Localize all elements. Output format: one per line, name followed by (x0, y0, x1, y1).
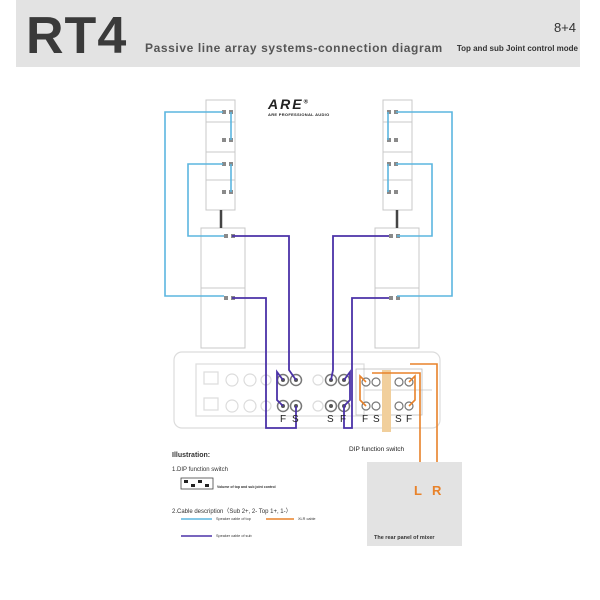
diagram-subtitle: Passive line array systems-connection di… (145, 41, 443, 55)
illustration-cable-item: 2.Cable description（Sub 2+, 2- Top 1+, 1… (172, 509, 292, 515)
dip-label-f: F (406, 414, 413, 425)
speakon-jacks (222, 110, 400, 300)
dip-function-switch-label: DIP function switch (349, 446, 405, 453)
legend-sub-cable: Speaker cable of sub (216, 534, 252, 538)
terminal-label-s: S (327, 414, 334, 425)
illustration-title: Illustration: (172, 452, 211, 459)
mixer-left-label: L (414, 483, 422, 498)
dip-label-f: F (362, 414, 369, 425)
terminal-label-f: F (280, 414, 287, 425)
logo-mark: ARE (268, 96, 304, 112)
legend-swatches (181, 518, 294, 537)
logo-tagline: ARE PROFESSIONAL AUDIO (268, 112, 330, 117)
registered-mark: ® (303, 99, 310, 106)
terminal-label-f: F (340, 414, 347, 425)
are-logo: ARE® ARE PROFESSIONAL AUDIO (268, 96, 350, 117)
pole-mounts (219, 210, 399, 228)
top-speaker-cables (164, 111, 453, 297)
left-speaker-stack (200, 99, 246, 349)
header-banner (16, 0, 580, 67)
terminal-label-s: S (292, 414, 299, 425)
sub-speaker-cables (232, 235, 389, 429)
config-count: 8+4 (553, 20, 576, 35)
model-name: RT4 (26, 7, 128, 65)
illustration-dip-item: 1.DIP function switch (172, 467, 228, 473)
mixer-rear-panel (367, 462, 462, 546)
legend-xlr-cable: XLR cable (298, 517, 316, 521)
mixer-rear-panel-label: The rear panel of mixer (374, 535, 435, 541)
dip-switch-icon (180, 477, 214, 490)
xlr-cables (359, 363, 438, 480)
legend-top-cable: Speaker cable of top (216, 517, 251, 521)
control-mode: Top and sub Joint control mode (456, 44, 578, 53)
mixer-right-label: R (432, 483, 442, 498)
illustration-dip-note: Volume of top and sub joint control (217, 485, 276, 489)
dip-label-s: S (395, 414, 402, 425)
dip-label-s: S (373, 414, 380, 425)
